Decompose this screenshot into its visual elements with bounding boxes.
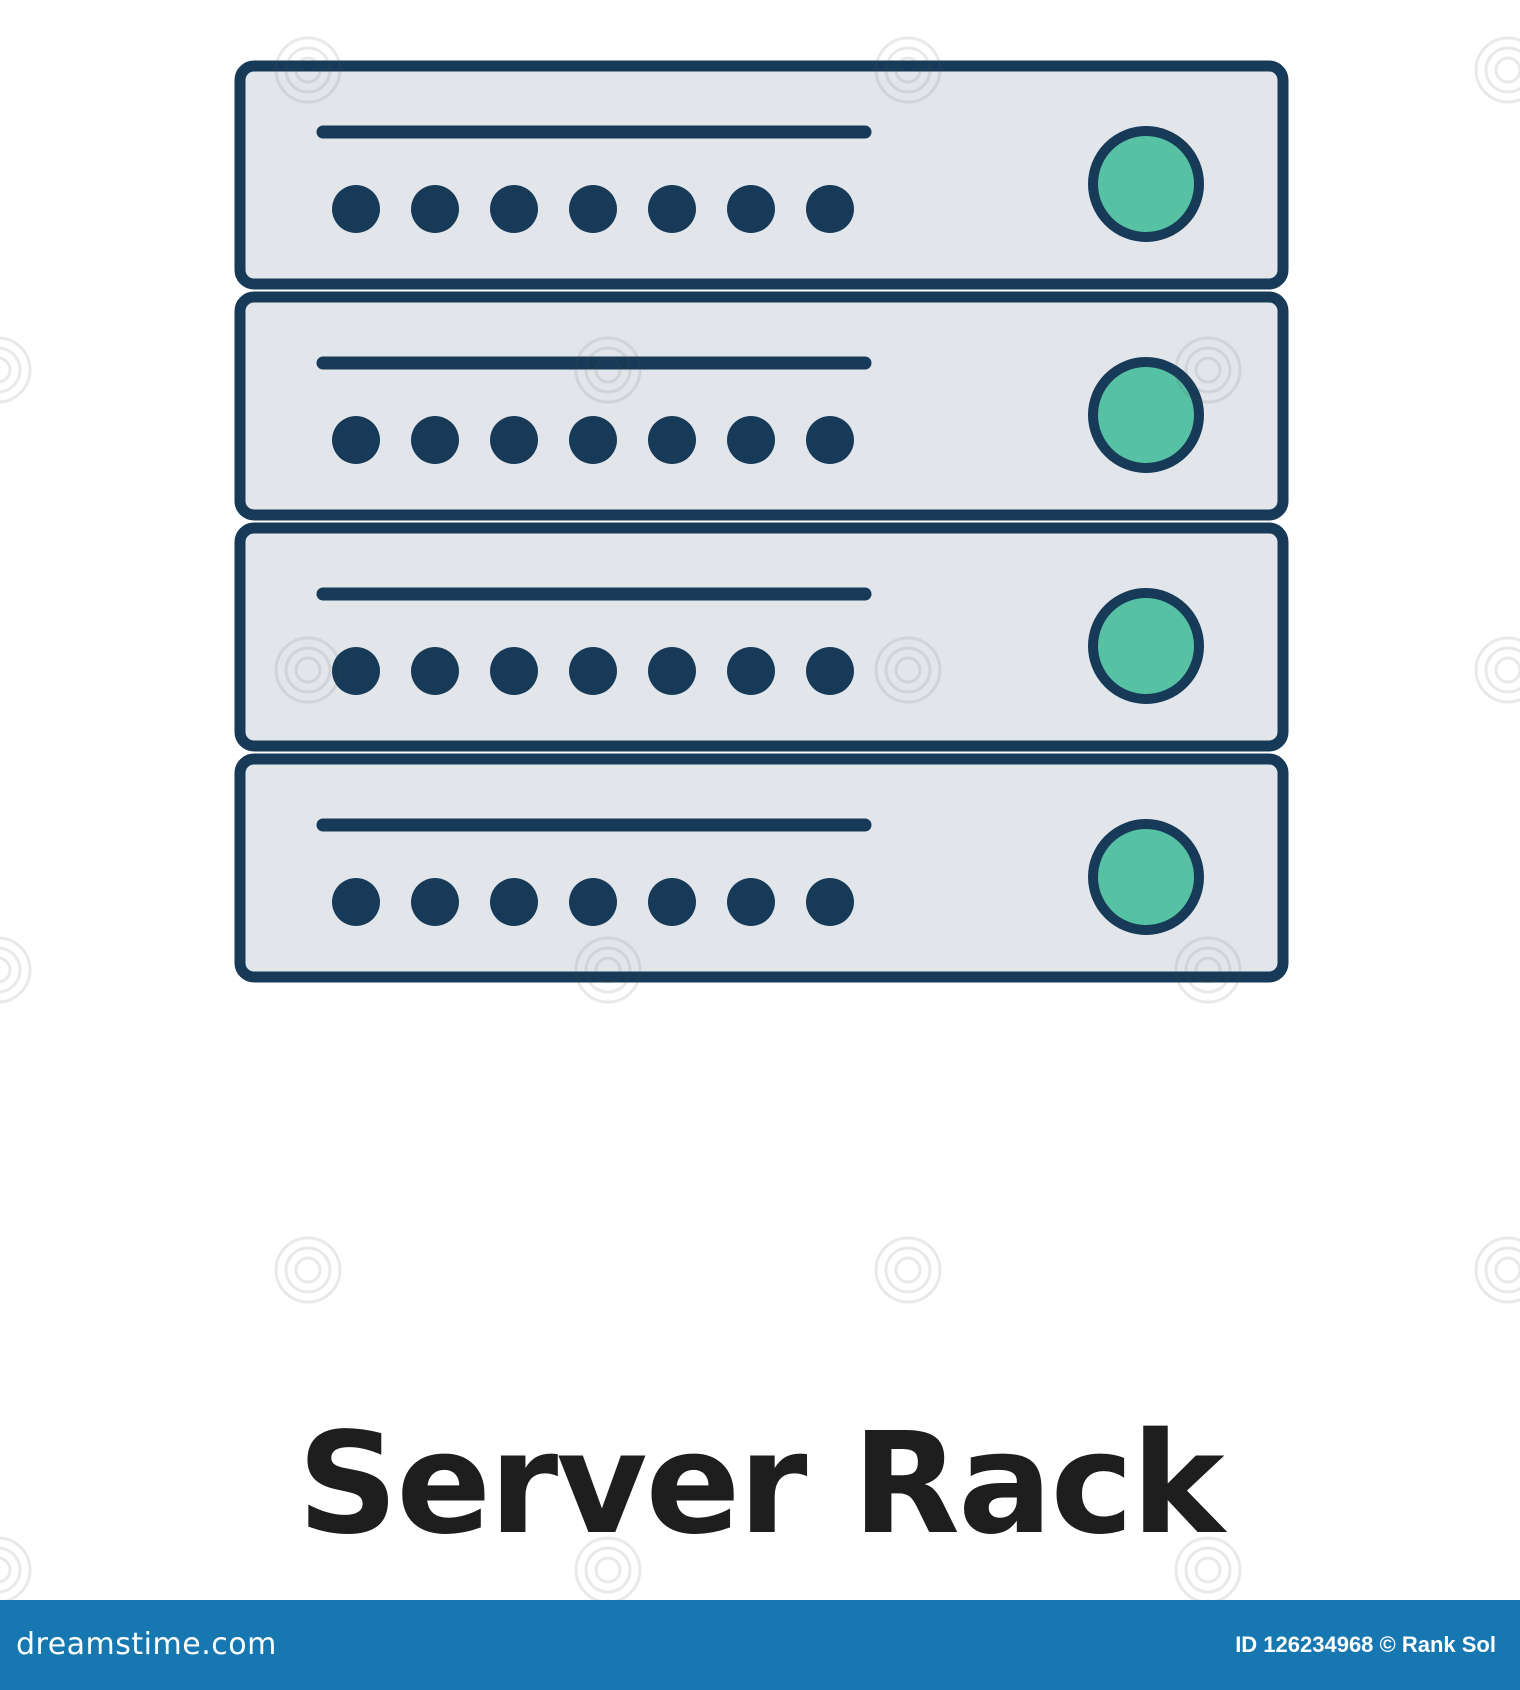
watermark-spiral-icon <box>1173 335 1243 405</box>
server-unit <box>234 753 1289 983</box>
indicator-dot <box>490 647 538 695</box>
watermark-spiral-icon <box>873 35 943 105</box>
indicator-dot <box>332 647 380 695</box>
watermark-spiral-icon <box>0 1535 33 1605</box>
indicator-dot <box>806 416 854 464</box>
indicator-dot <box>648 878 696 926</box>
power-led-icon <box>1088 357 1204 473</box>
server-unit-panel <box>234 60 1289 290</box>
indicator-dot <box>727 878 775 926</box>
indicator-dot <box>490 416 538 464</box>
server-rack-graphic <box>234 60 1289 983</box>
power-led-icon <box>1088 126 1204 242</box>
server-unit-panel <box>234 753 1289 983</box>
watermark-spiral-icon <box>1473 35 1520 105</box>
server-unit <box>234 291 1289 521</box>
indicator-dot <box>569 416 617 464</box>
power-led-icon <box>1088 819 1204 935</box>
indicator-dot <box>648 185 696 233</box>
indicator-dot <box>411 416 459 464</box>
watermark-spiral-icon <box>1473 635 1520 705</box>
power-led-icon <box>1088 588 1204 704</box>
watermark-spiral-icon <box>873 635 943 705</box>
server-unit <box>234 522 1289 752</box>
watermark-spiral-icon <box>273 35 343 105</box>
footer-credit: ID 126234968 © Rank Sol <box>1235 1632 1496 1657</box>
indicator-dot <box>569 878 617 926</box>
indicator-dot <box>727 185 775 233</box>
watermark-spiral-icon <box>0 935 33 1005</box>
watermark-spiral-icon <box>1173 935 1243 1005</box>
watermark-spiral-icon <box>573 335 643 405</box>
watermark-spiral-icon <box>873 1235 943 1305</box>
indicator-dot <box>569 647 617 695</box>
indicator-dot <box>806 647 854 695</box>
server-unit <box>234 60 1289 290</box>
footer-brand[interactable]: dreamstime.com <box>16 1627 277 1662</box>
server-rack-icon <box>234 60 1289 983</box>
indicator-dot <box>490 878 538 926</box>
indicator-dot <box>569 185 617 233</box>
server-unit-panel <box>234 522 1289 752</box>
indicator-dot <box>411 185 459 233</box>
indicator-dot <box>727 647 775 695</box>
indicator-dot <box>332 416 380 464</box>
indicator-dot <box>806 878 854 926</box>
icon-title: Server Rack <box>297 1403 1224 1566</box>
footer-bar: dreamstime.com ID 126234968 © Rank Sol <box>0 1600 1520 1690</box>
indicator-dot <box>648 647 696 695</box>
server-unit-panel <box>234 291 1289 521</box>
indicator-dot <box>806 185 854 233</box>
indicator-dot <box>490 185 538 233</box>
indicator-dot <box>648 416 696 464</box>
indicator-dot <box>727 416 775 464</box>
watermark-spiral-icon <box>273 635 343 705</box>
watermark-spiral-icon <box>573 935 643 1005</box>
watermark-spiral-icon <box>0 335 33 405</box>
indicator-dot <box>411 878 459 926</box>
indicator-dot <box>332 185 380 233</box>
indicator-dot <box>332 878 380 926</box>
indicator-dot <box>411 647 459 695</box>
watermark-spiral-icon <box>273 1235 343 1305</box>
watermark-spiral-icon <box>1473 1235 1520 1305</box>
